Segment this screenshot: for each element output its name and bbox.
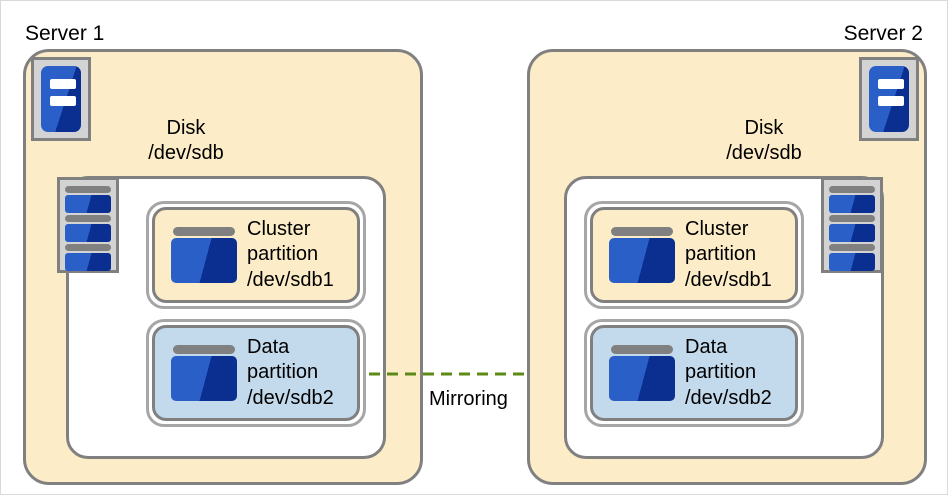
disk-stack-platter — [829, 253, 875, 271]
partition-icon-body — [609, 238, 675, 283]
partition-line-3: /dev/sdb1 — [685, 268, 772, 291]
partition-line-2: partition — [247, 361, 319, 384]
disk-stack-platter — [65, 195, 111, 213]
disk-stack-slot — [65, 244, 111, 272]
partition-line-2: partition — [247, 243, 319, 266]
partition-line-1: Cluster — [247, 217, 311, 240]
disk-stack-bar — [65, 186, 111, 193]
disk-name: Disk — [744, 117, 784, 139]
partition-line-2: partition — [685, 361, 757, 384]
server-1-label: Server 1 — [25, 22, 105, 45]
disk-stack-slot — [829, 244, 875, 272]
server-2-label: Server 2 — [843, 22, 923, 45]
partition-line-1: Data — [247, 335, 290, 358]
disk-stack-bar — [65, 215, 111, 222]
server-tower-bar — [878, 96, 904, 106]
partition-disk-icon — [609, 345, 675, 401]
partition-disk-icon — [171, 345, 237, 401]
disk-stack-platter — [829, 224, 875, 242]
disk-stack-icon — [821, 177, 883, 273]
disk-name: Disk — [166, 117, 206, 139]
disk-stack-slot — [65, 215, 111, 243]
disk-stack-bar — [829, 186, 875, 193]
mirroring-label: Mirroring — [429, 388, 508, 410]
server-2-data-partition-box: Data partition /dev/sdb2 — [584, 319, 804, 427]
server-2-cluster-partition-box: Cluster partition /dev/sdb1 — [584, 201, 804, 309]
disk-stack-slot — [829, 186, 875, 214]
disk-stack-bar — [65, 244, 111, 251]
server-1-data-partition-box: Data partition /dev/sdb2 — [146, 319, 366, 427]
partition-disk-icon — [171, 227, 237, 283]
disk-stack-platter — [65, 224, 111, 242]
disk-device: /dev/sdb — [148, 142, 224, 164]
server-1-data-partition-text: Data partition /dev/sdb2 — [247, 335, 334, 411]
partition-icon-cap — [173, 227, 235, 236]
server-1-cluster-partition-text: Cluster partition /dev/sdb1 — [247, 217, 334, 293]
server-1-disk-label: Disk /dev/sdb — [126, 116, 246, 166]
disk-stack-bar — [829, 215, 875, 222]
disk-device: /dev/sdb — [726, 142, 802, 164]
server-2-data-partition-text: Data partition /dev/sdb2 — [685, 335, 772, 411]
server-1-cluster-partition-box: Cluster partition /dev/sdb1 — [146, 201, 366, 309]
partition-line-3: /dev/sdb2 — [247, 386, 334, 409]
partition-icon-body — [609, 356, 675, 401]
partition-disk-icon — [609, 227, 675, 283]
disk-stack-slot — [65, 186, 111, 214]
partition-inner: Cluster partition /dev/sdb1 — [152, 207, 360, 303]
server-tower-body — [869, 66, 909, 132]
server-2-disk-label: Disk /dev/sdb — [704, 116, 824, 166]
partition-icon-body — [171, 238, 237, 283]
disk-stack-platter — [65, 253, 111, 271]
partition-inner: Data partition /dev/sdb2 — [152, 325, 360, 421]
disk-stack-platter — [829, 195, 875, 213]
server-tower-body — [41, 66, 81, 132]
disk-stack-slot — [829, 215, 875, 243]
partition-icon-cap — [611, 227, 673, 236]
server-tower-bar — [50, 79, 76, 89]
server-tower-bar — [50, 96, 76, 106]
partition-line-3: /dev/sdb1 — [247, 268, 334, 291]
partition-icon-cap — [173, 345, 235, 354]
partition-icon-body — [171, 356, 237, 401]
server-2-cluster-partition-text: Cluster partition /dev/sdb1 — [685, 217, 772, 293]
server-tower-icon — [859, 57, 919, 141]
server-tower-icon — [31, 57, 91, 141]
partition-line-2: partition — [685, 243, 757, 266]
partition-line-1: Cluster — [685, 217, 749, 240]
partition-inner: Data partition /dev/sdb2 — [590, 325, 798, 421]
disk-stack-bar — [829, 244, 875, 251]
disk-stack-icon — [57, 177, 119, 273]
partition-line-1: Data — [685, 335, 728, 358]
partition-icon-cap — [611, 345, 673, 354]
partition-inner: Cluster partition /dev/sdb1 — [590, 207, 798, 303]
server-tower-bar — [878, 79, 904, 89]
partition-line-3: /dev/sdb2 — [685, 386, 772, 409]
